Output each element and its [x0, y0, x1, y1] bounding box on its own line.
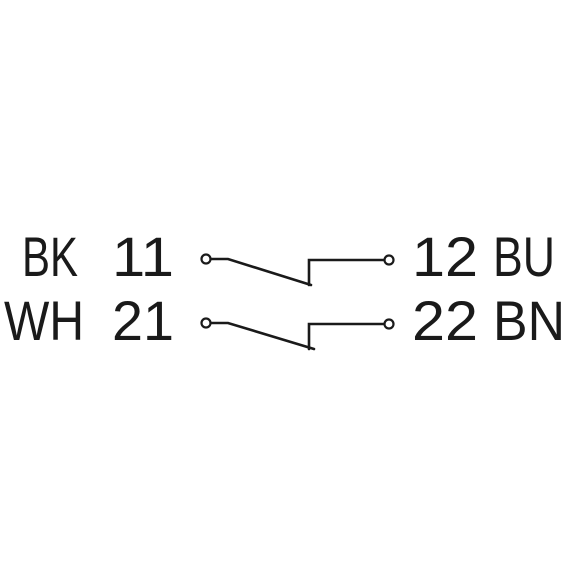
- terminal-22-dot: [383, 318, 395, 330]
- left-terminal-number-2: 21: [112, 289, 174, 352]
- right-wire-color-2: BN: [493, 289, 565, 352]
- contact-1: BK 11 12 BU: [22, 225, 555, 288]
- left-wire-color-1: BK: [22, 225, 78, 288]
- right-wire-color-1: BU: [493, 225, 555, 288]
- fixed-contact-2: [307, 322, 386, 351]
- switch-blade-1: [209, 257, 313, 287]
- terminal-11-dot: [200, 253, 212, 265]
- left-terminal-number-1: 11: [112, 225, 174, 288]
- switch-blade-2: [209, 321, 316, 351]
- contact-2: WH 21 22 BN: [4, 289, 565, 352]
- fixed-contact-1: [307, 258, 386, 287]
- right-terminal-number-2: 22: [412, 289, 478, 352]
- terminal-12-dot: [383, 254, 395, 266]
- right-terminal-number-1: 12: [412, 225, 478, 288]
- left-wire-color-2: WH: [4, 289, 84, 352]
- terminal-21-dot: [200, 317, 212, 329]
